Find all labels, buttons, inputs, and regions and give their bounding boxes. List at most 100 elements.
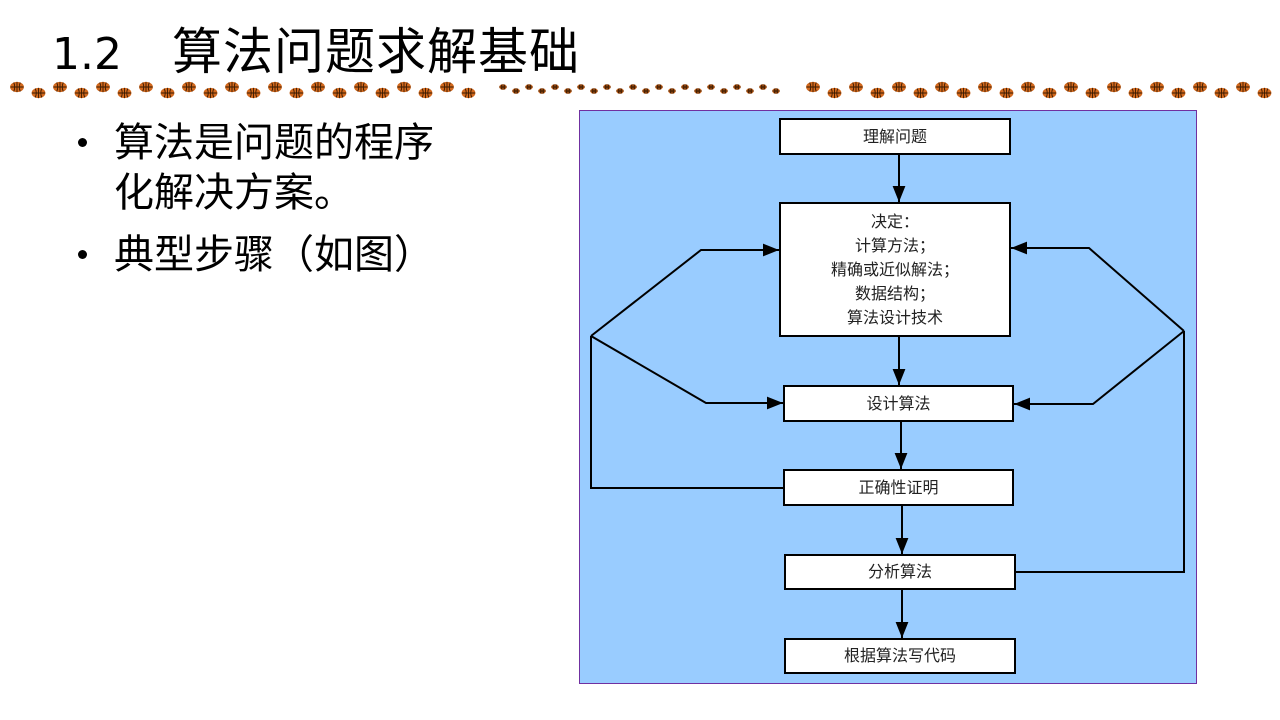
basketball-icon bbox=[1257, 87, 1272, 99]
node-label: 理解问题 bbox=[862, 126, 927, 146]
node-label: 算法设计技术 bbox=[846, 307, 943, 327]
basketball-icon bbox=[1171, 87, 1186, 99]
basketball-icon bbox=[1128, 87, 1143, 99]
basketball-icon bbox=[616, 88, 624, 94]
basketball-icon bbox=[707, 84, 715, 90]
basketball-icon bbox=[117, 87, 132, 99]
node-design-algorithm: 设计算法 bbox=[783, 385, 1014, 422]
flowchart: 理解问题 决定： 计算方法； 精确或近似解法； 数据结构； 算法设计技术 设计算… bbox=[579, 110, 1197, 684]
basketball-icon bbox=[418, 87, 433, 99]
basketball-icon bbox=[772, 88, 780, 94]
node-label: 数据结构； bbox=[854, 283, 935, 303]
bullet-list: 算法是问题的程序 化解决方案。 典型步骤（如图） bbox=[78, 118, 498, 292]
basketball-icon bbox=[1214, 87, 1229, 99]
basketball-icon bbox=[1064, 81, 1078, 93]
basketball-icon bbox=[182, 81, 196, 93]
bullet-item: 算法是问题的程序 化解决方案。 bbox=[78, 118, 498, 218]
basketball-icon bbox=[1150, 81, 1164, 93]
basketball-icon bbox=[1236, 81, 1250, 93]
basketball-icon bbox=[935, 81, 949, 93]
basketball-icon bbox=[668, 88, 676, 94]
slide-title: 1.2 算法问题求解基础 bbox=[52, 12, 580, 81]
basketball-icon bbox=[746, 88, 754, 94]
basketball-icon bbox=[892, 81, 906, 93]
edge-analyze-right-trunk bbox=[1014, 331, 1185, 573]
basketball-icon bbox=[74, 87, 89, 99]
basketball-icon bbox=[694, 88, 702, 94]
basketball-icon bbox=[720, 88, 728, 94]
node-label: 分析算法 bbox=[867, 562, 932, 581]
basketball-icon bbox=[525, 84, 533, 90]
basketball-icon bbox=[1085, 87, 1100, 99]
basketball-divider bbox=[10, 81, 1272, 99]
basketball-icon bbox=[139, 81, 153, 93]
bullet-line: 典型步骤（如图） bbox=[114, 232, 434, 278]
bullet-dot-icon bbox=[78, 250, 87, 259]
node-label: 根据算法写代码 bbox=[843, 646, 956, 665]
edge-feedback-right-design bbox=[1014, 330, 1185, 411]
basketball-icon bbox=[203, 87, 218, 99]
basketball-icon bbox=[759, 84, 767, 90]
basketball-icon bbox=[956, 87, 971, 99]
basketball-icon bbox=[10, 81, 24, 93]
basketball-icon bbox=[978, 81, 992, 93]
node-label: 精确或近似解法； bbox=[830, 259, 959, 279]
basketball-icon bbox=[733, 84, 741, 90]
basketball-icon bbox=[31, 87, 46, 99]
node-understand-problem: 理解问题 bbox=[779, 118, 1011, 155]
node-analyze-algorithm: 分析算法 bbox=[784, 554, 1016, 590]
basketball-icon bbox=[96, 81, 110, 93]
edge-feedback-left-decide bbox=[590, 243, 779, 337]
basketball-icon bbox=[603, 84, 611, 90]
basketball-icon bbox=[827, 87, 842, 99]
basketball-icon bbox=[499, 84, 507, 90]
basketball-icon bbox=[311, 81, 325, 93]
basketball-icon bbox=[551, 84, 559, 90]
basketball-icon bbox=[806, 81, 820, 93]
basketball-icon bbox=[870, 87, 885, 99]
node-label: 决定： bbox=[870, 211, 919, 231]
basketball-icon bbox=[332, 87, 347, 99]
basketball-icon bbox=[590, 88, 598, 94]
basketball-icon bbox=[512, 88, 520, 94]
basketball-icon bbox=[564, 88, 572, 94]
basketball-icon bbox=[160, 87, 175, 99]
basketball-icon bbox=[1021, 81, 1035, 93]
basketball-icon bbox=[681, 84, 689, 90]
basketball-icon bbox=[577, 84, 585, 90]
bullet-dot-icon bbox=[78, 138, 87, 147]
basketball-icon bbox=[1107, 81, 1121, 93]
node-prove-correctness: 正确性证明 bbox=[783, 469, 1014, 506]
bullet-line: 算法是问题的程序 bbox=[114, 120, 434, 166]
basketball-icon bbox=[354, 81, 368, 93]
node-label: 设计算法 bbox=[866, 393, 931, 413]
edge-feedback-left-design bbox=[590, 335, 783, 410]
basketball-icon bbox=[375, 87, 390, 99]
node-label: 正确性证明 bbox=[858, 477, 939, 497]
basketball-icon bbox=[999, 87, 1014, 99]
basketball-icon bbox=[440, 81, 454, 93]
basketball-icon bbox=[629, 84, 637, 90]
bullet-line: 化解决方案。 bbox=[114, 170, 354, 216]
basketball-icon bbox=[53, 81, 67, 93]
node-decide: 决定： 计算方法； 精确或近似解法； 数据结构； 算法设计技术 bbox=[779, 202, 1011, 337]
basketball-icon bbox=[246, 87, 261, 99]
basketball-icon bbox=[461, 87, 476, 99]
node-write-code: 根据算法写代码 bbox=[784, 638, 1016, 674]
edge-prove-left-trunk bbox=[590, 336, 783, 489]
bullet-item: 典型步骤（如图） bbox=[78, 230, 498, 280]
basketball-icon bbox=[655, 84, 663, 90]
title-number: 1.2 bbox=[52, 29, 122, 80]
title-text: 算法问题求解基础 bbox=[172, 23, 580, 81]
basketball-icon bbox=[1042, 87, 1057, 99]
edge-feedback-right-decide bbox=[1011, 241, 1185, 332]
basketball-icon bbox=[225, 81, 239, 93]
basketball-icon bbox=[289, 87, 304, 99]
basketball-icon bbox=[1193, 81, 1207, 93]
node-label: 计算方法； bbox=[854, 235, 935, 255]
basketball-icon bbox=[642, 88, 650, 94]
basketball-icon bbox=[268, 81, 282, 93]
basketball-icon bbox=[849, 81, 863, 93]
basketball-icon bbox=[397, 81, 411, 93]
basketball-icon bbox=[913, 87, 928, 99]
